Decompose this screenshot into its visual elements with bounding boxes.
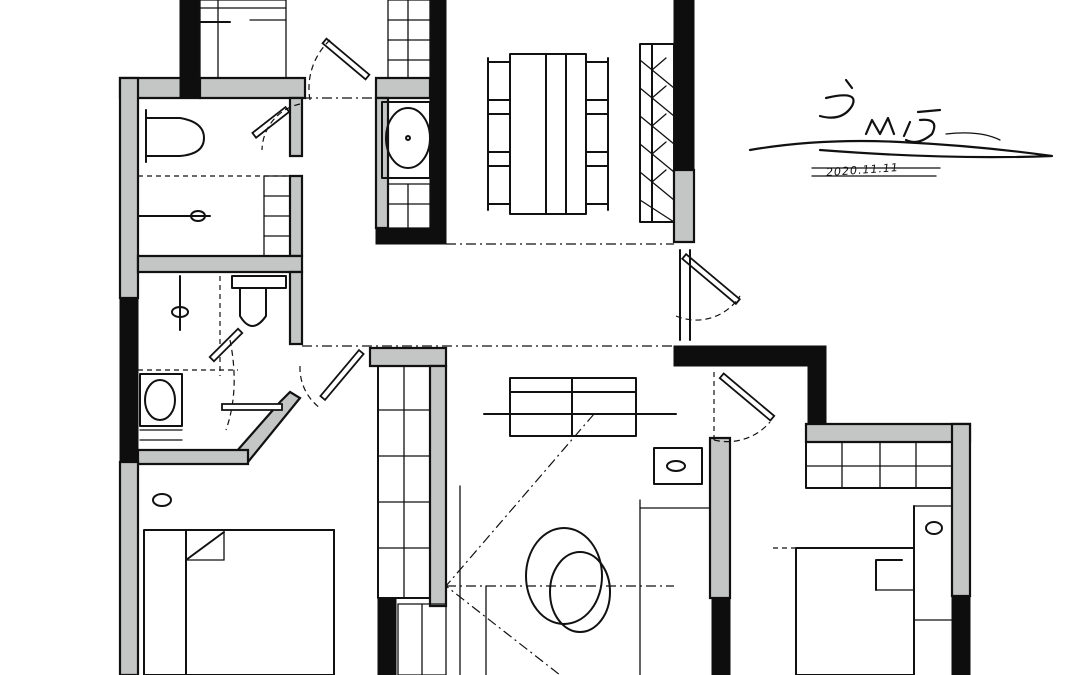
toilet-1-icon — [146, 110, 204, 162]
wall-bed2-top — [806, 424, 970, 442]
door-living[interactable] — [714, 372, 774, 442]
door-bath1[interactable] — [252, 104, 300, 150]
lamp-icon-2 — [926, 522, 942, 534]
walls-black — [120, 0, 970, 675]
bedroom-2 — [770, 442, 952, 675]
vanity-sink — [382, 0, 430, 228]
wall-black-dining-right — [674, 0, 694, 170]
chairs-right — [586, 58, 608, 210]
wall-bath1-right-lower — [290, 176, 302, 256]
walls-gray — [120, 78, 970, 675]
bed-2 — [770, 548, 914, 675]
wall-living-mid — [710, 438, 730, 598]
wall-black-top-left — [180, 0, 200, 98]
wall-black-hall-right — [674, 346, 826, 424]
wall-top-bath1 — [200, 78, 305, 98]
wall-bath2-bottom — [138, 450, 248, 464]
wall-black-top-mid — [430, 0, 446, 78]
wall-black-left — [120, 298, 138, 462]
sink-1-icon — [382, 102, 430, 178]
dining-area — [446, 44, 674, 244]
dining-table — [510, 54, 586, 214]
stair-railing — [640, 44, 674, 222]
door-bath2[interactable] — [210, 329, 282, 430]
bed-1 — [144, 530, 334, 675]
wall-bath2-right — [290, 272, 302, 344]
lamp-icon-1 — [153, 494, 171, 506]
signature-mark — [750, 80, 1052, 176]
sofa — [510, 378, 636, 436]
wall-bath1-right — [290, 98, 302, 156]
door-hall-right[interactable] — [676, 250, 740, 340]
wall-black-living-mid — [712, 598, 730, 675]
chairs-left — [488, 58, 510, 210]
shower-tray-1 — [138, 176, 290, 256]
coffee-table — [526, 528, 610, 632]
wall-left-lower — [120, 462, 138, 675]
door-corridor[interactable] — [300, 350, 364, 408]
toilet-2-icon — [232, 276, 286, 326]
drain-icon — [191, 211, 205, 221]
bathroom-1 — [138, 104, 300, 256]
sink-2-icon — [140, 374, 182, 440]
living-diagonal-1 — [446, 414, 594, 675]
drain-icon-2 — [172, 307, 188, 317]
wall-corridor-column — [430, 366, 446, 606]
wall-upper-stub — [376, 78, 430, 98]
side-table — [654, 448, 702, 484]
wall-black-vanity-bottom — [376, 228, 446, 244]
wall-bed2-right — [952, 424, 970, 596]
wall-bath-divider — [138, 256, 302, 272]
wall-left-upper — [120, 78, 138, 298]
living-room — [446, 372, 774, 675]
shower-2 — [138, 276, 238, 376]
hallway — [300, 250, 740, 408]
signature-date: 2020.11.11 — [826, 161, 900, 179]
bathroom-2 — [138, 276, 286, 440]
wardrobe-column — [378, 366, 446, 675]
wall-black-corridor-lower — [378, 598, 396, 675]
door-top[interactable] — [302, 39, 376, 100]
wall-black-bed2-right — [952, 596, 970, 675]
wall-corridor-top — [370, 348, 446, 366]
wardrobe-2 — [806, 442, 952, 488]
top-left-cabinet — [200, 0, 286, 78]
wall-black-vanity — [430, 78, 446, 244]
bedroom-1 — [144, 494, 334, 675]
wall-dining-right — [674, 170, 694, 242]
